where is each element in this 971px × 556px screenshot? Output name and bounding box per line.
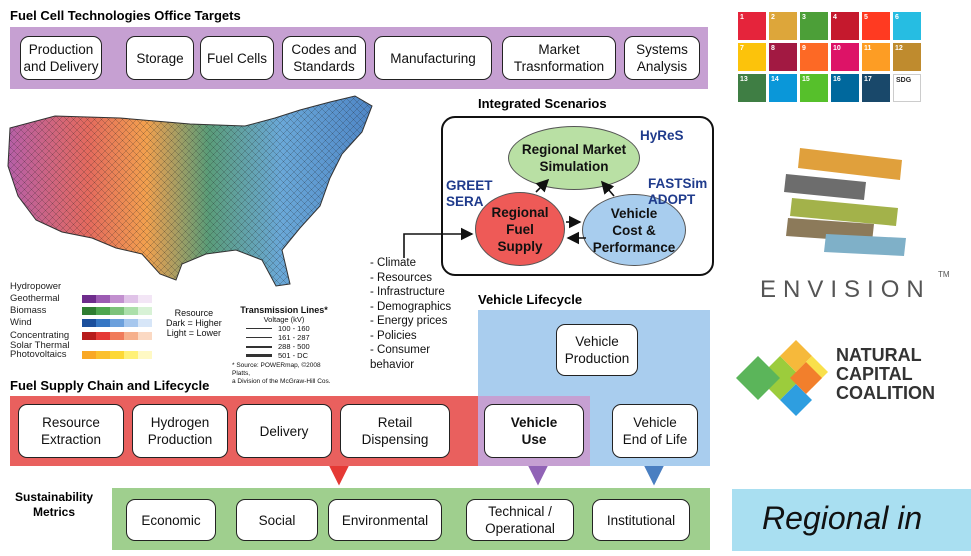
transmission-legend: Transmission Lines* Voltage (kV) 100 - 1…	[232, 305, 336, 386]
supply-step-box: Delivery	[236, 404, 332, 458]
sdg-tile: 7	[738, 43, 766, 71]
legend-label: Concentrating Solar Thermal	[10, 330, 70, 351]
sdg-tile: 13	[738, 74, 766, 102]
voltage-line	[246, 354, 272, 357]
drivers-list: - Climate - Resources - Infrastructure - De…	[370, 256, 451, 372]
voltage-label: Voltage (kV)	[263, 315, 305, 324]
scenarios-panel	[441, 116, 714, 276]
sdg-tile: 11	[862, 43, 890, 71]
metric-box: Social	[236, 499, 318, 541]
legend-swatches	[82, 295, 152, 303]
voltage-row: 501 - DC	[232, 351, 336, 360]
target-box: Codes and Standards	[282, 36, 366, 80]
target-box: Manufacturing	[374, 36, 492, 80]
envision-tm: TM	[938, 270, 950, 279]
ncc-logo	[736, 340, 828, 416]
legend-label: Photovoltaics	[10, 349, 67, 360]
fuel-supply-node: Regional Fuel Supply	[475, 192, 565, 266]
target-box: Production and Delivery	[20, 36, 102, 80]
target-box: Market Trasnformation	[502, 36, 616, 80]
driver-item: - Demographics	[370, 300, 452, 313]
voltage-row: 100 - 160	[232, 324, 336, 333]
driver-item: - Climate	[370, 257, 417, 269]
voltage-line	[246, 336, 272, 339]
legend-label: Wind	[10, 317, 32, 328]
resource-note: Resource Dark = Higher Light = Lower	[166, 308, 222, 338]
tag-hyres: HyReS	[640, 128, 684, 143]
targets-title: Fuel Cell Technologies Office Targets	[10, 8, 241, 23]
supply-chain-title: Fuel Supply Chain and Lifecycle	[10, 378, 210, 393]
legend-swatches	[82, 307, 152, 315]
voltage-text: 100 - 160	[278, 324, 310, 333]
legend-label: Biomass	[10, 305, 47, 316]
legend-swatches	[82, 332, 152, 340]
sdg-tile: 4	[831, 12, 859, 40]
regional-banner	[732, 489, 971, 551]
metric-box: Economic	[126, 499, 216, 541]
legend-swatches	[82, 283, 152, 291]
sdg-tile: 5	[862, 12, 890, 40]
driver-item: - Infrastructure	[370, 286, 445, 298]
legend-label: Geothermal	[10, 293, 60, 304]
voltage-text: 501 - DC	[278, 351, 309, 360]
metric-box: Institutional	[592, 499, 690, 541]
us-resource-map	[7, 95, 373, 287]
driver-item: - Consumer behavior	[370, 344, 431, 371]
regional-banner-text: Regional in	[762, 500, 923, 536]
ncc-name: NATURAL CAPITAL COALITION	[836, 345, 935, 403]
supply-step-box: Resource Extraction	[18, 404, 124, 458]
voltage-row: 161 - 287	[232, 333, 336, 342]
voltage-line	[246, 345, 272, 348]
voltage-row: 288 - 500	[232, 342, 336, 351]
sdg-tile: 3	[800, 12, 828, 40]
scenarios-title: Integrated Scenarios	[478, 96, 607, 111]
target-box: Storage	[126, 36, 194, 80]
sdg-tile: SDG	[893, 74, 921, 102]
driver-item: - Resources	[370, 271, 432, 284]
target-box: Systems Analysis	[624, 36, 700, 80]
sdg-tile: 17	[862, 74, 890, 102]
sdg-tile: 14	[769, 74, 797, 102]
sdg-tile: 15	[800, 74, 828, 102]
legend-swatches	[82, 351, 152, 359]
vehicle-use-box: Vehicle Use	[484, 404, 584, 458]
sdg-tile: 9	[800, 43, 828, 71]
legend-label: Hydropower	[10, 281, 62, 292]
sdg-tile: 2	[769, 12, 797, 40]
lifecycle-title: Vehicle Lifecycle	[478, 292, 583, 307]
sdg-tile: 1	[738, 12, 766, 40]
metric-box: Technical / Operational	[466, 499, 574, 541]
sdg-tile: 12	[893, 43, 921, 71]
vehicle-production-box: Vehicle Production	[556, 324, 638, 376]
supply-step-box: Retail Dispensing	[340, 404, 450, 458]
market-simulation-node: Regional Market Simulation	[508, 126, 640, 190]
sdg-tile: 8	[769, 43, 797, 71]
voltage-line	[246, 328, 272, 329]
voltage-text: 288 - 500	[278, 342, 310, 351]
driver-item: - Energy prices	[370, 315, 448, 327]
sdg-tile: 16	[831, 74, 859, 102]
driver-item: - Policies	[370, 329, 417, 342]
vehicle-cost-node: Vehicle Cost & Performance	[582, 194, 686, 266]
sustainability-title: Sustainability Metrics	[14, 490, 94, 519]
tag-fastsim-adopt: FASTSim ADOPT	[648, 176, 708, 207]
envision-logo	[784, 148, 906, 256]
source-note: * Source: POWERmap, ©2008 Platts, a Divi…	[232, 362, 331, 385]
metric-box: Environmental	[328, 499, 442, 541]
vehicle-end-of-life-box: Vehicle End of Life	[612, 404, 698, 458]
envision-wordmark: ENVISION	[760, 276, 931, 303]
tag-greet-sera: GREET SERA	[446, 178, 493, 209]
voltage-text: 161 - 287	[278, 333, 310, 342]
sdg-tile: 6	[893, 12, 921, 40]
sdg-tile: 10	[831, 43, 859, 71]
target-box: Fuel Cells	[200, 36, 274, 80]
transmission-title: Transmission Lines*	[240, 305, 328, 315]
legend-swatches	[82, 319, 152, 327]
supply-step-box: Hydrogen Production	[132, 404, 228, 458]
